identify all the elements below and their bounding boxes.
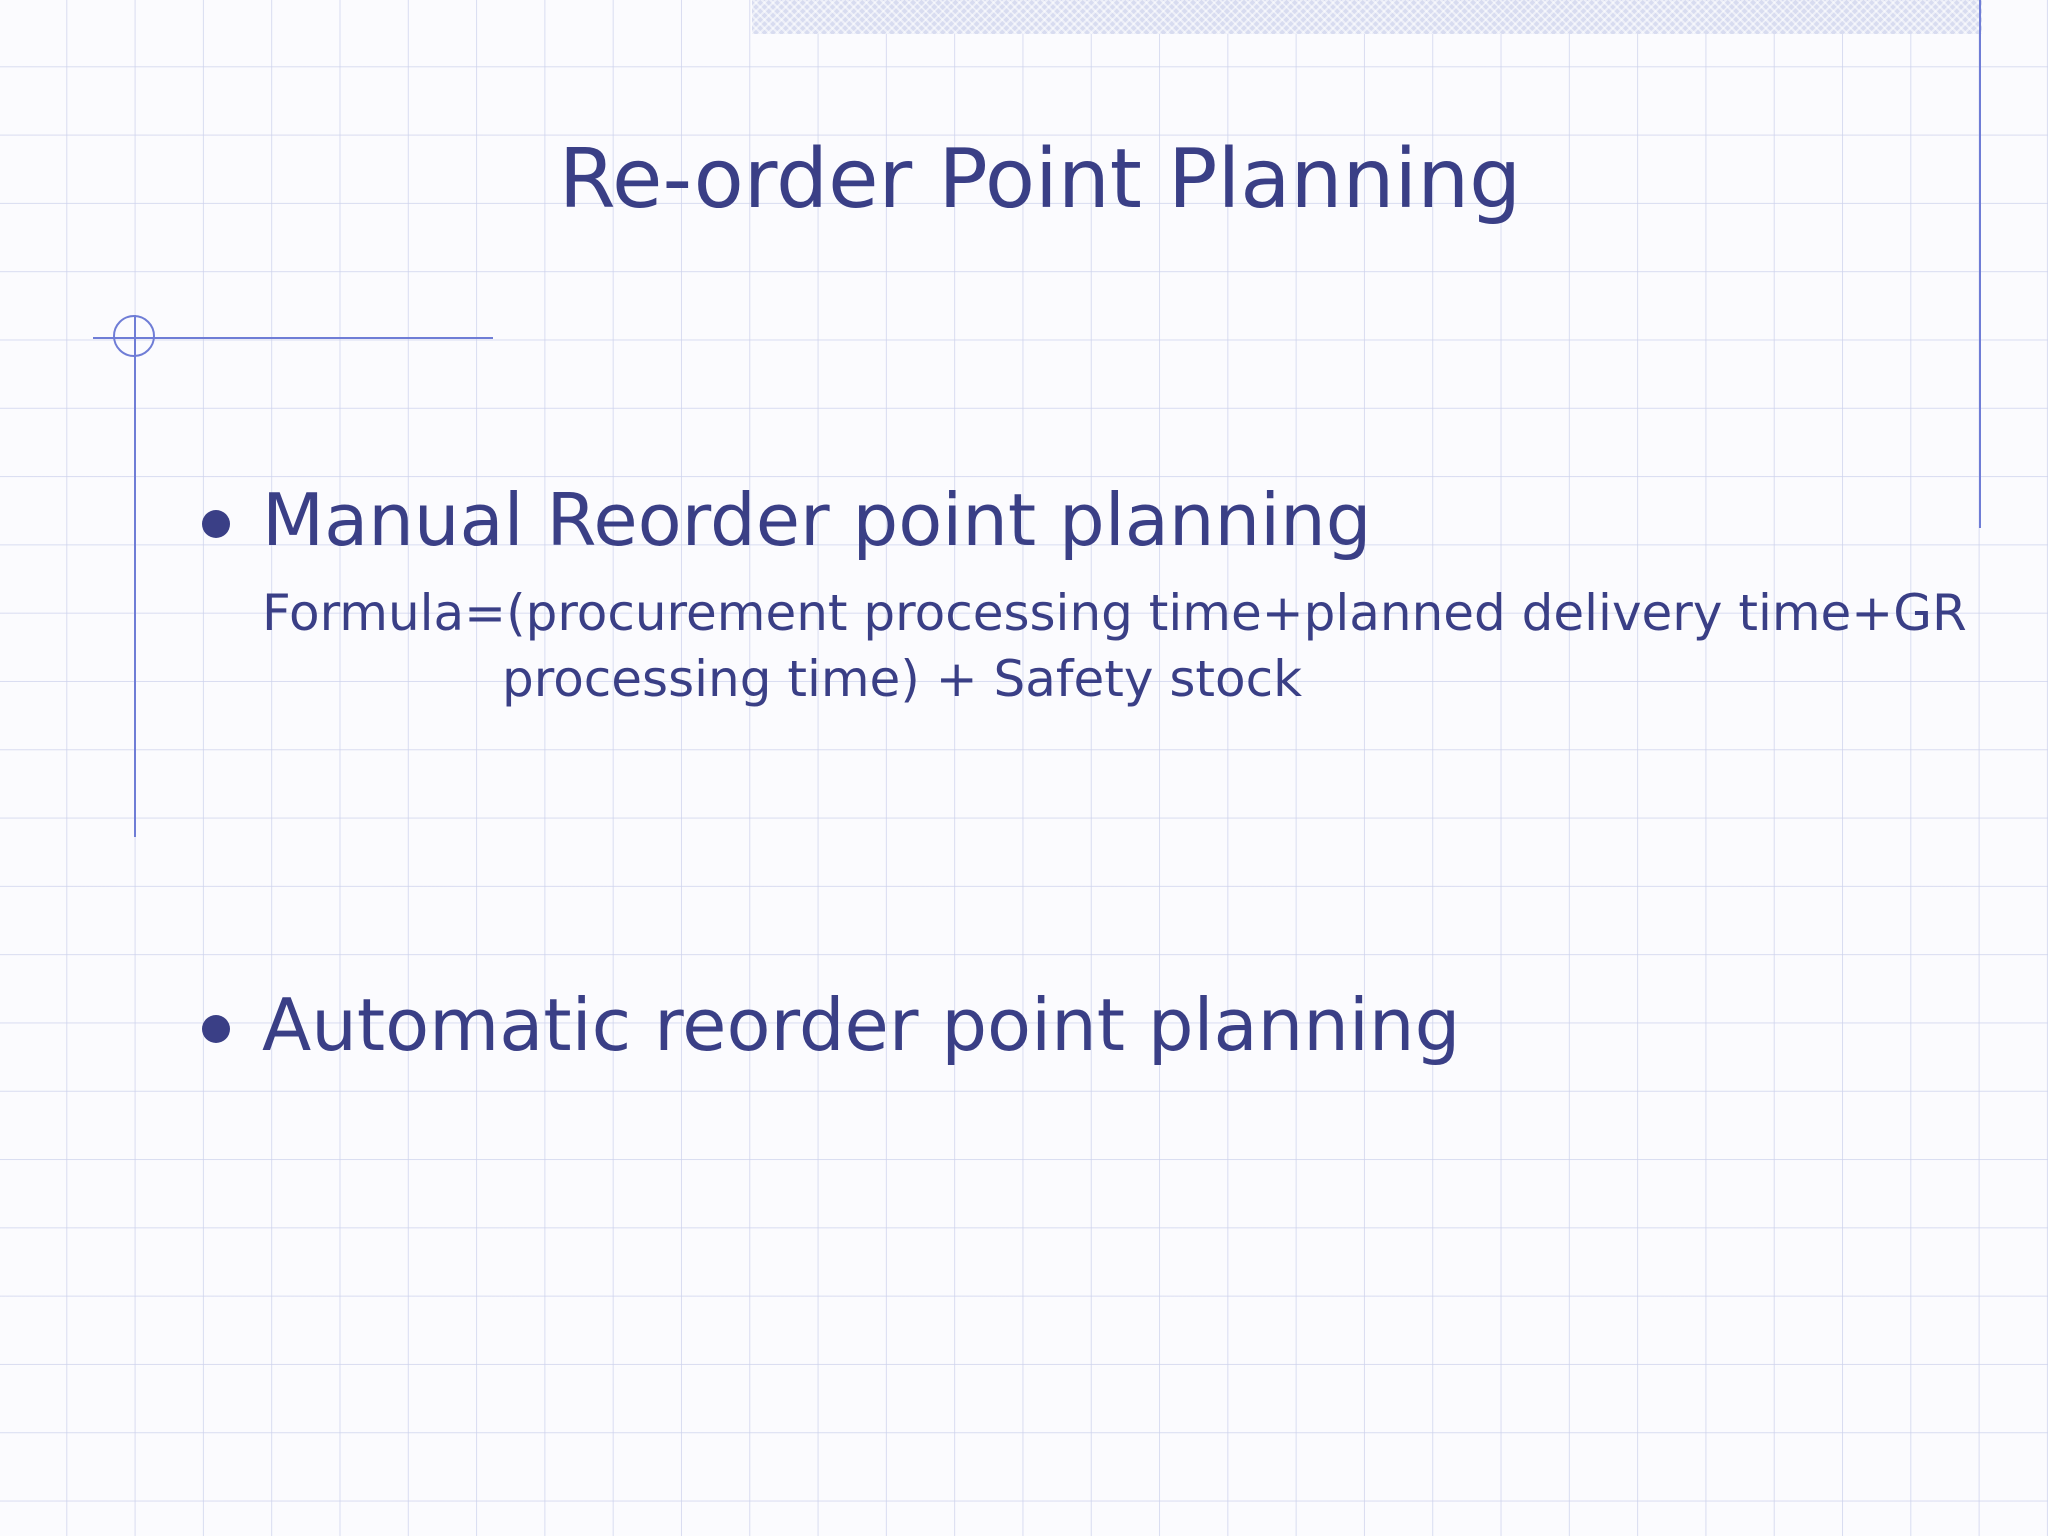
formula-line-1: Formula=(procurement processing time+pla… xyxy=(262,584,1967,642)
bullet-dot-icon xyxy=(202,510,230,538)
decorative-corner-horizontal-rule xyxy=(93,337,493,339)
bullet-text: Automatic reorder point planning xyxy=(262,983,1461,1067)
bullet-text: Manual Reorder point planning xyxy=(262,478,1372,562)
formula-line-2: processing time) + Safety stock xyxy=(502,650,1303,708)
decorative-corner-circle xyxy=(113,315,155,357)
slide-title: Re-order Point Planning xyxy=(558,132,1522,227)
formula-text: Formula=(procurement processing time+pla… xyxy=(262,580,1967,712)
decorative-right-rule xyxy=(1979,0,1981,528)
decorative-corner-vertical-rule xyxy=(134,315,136,837)
decorative-top-band xyxy=(752,0,1982,34)
bullet-dot-icon xyxy=(202,1015,230,1043)
